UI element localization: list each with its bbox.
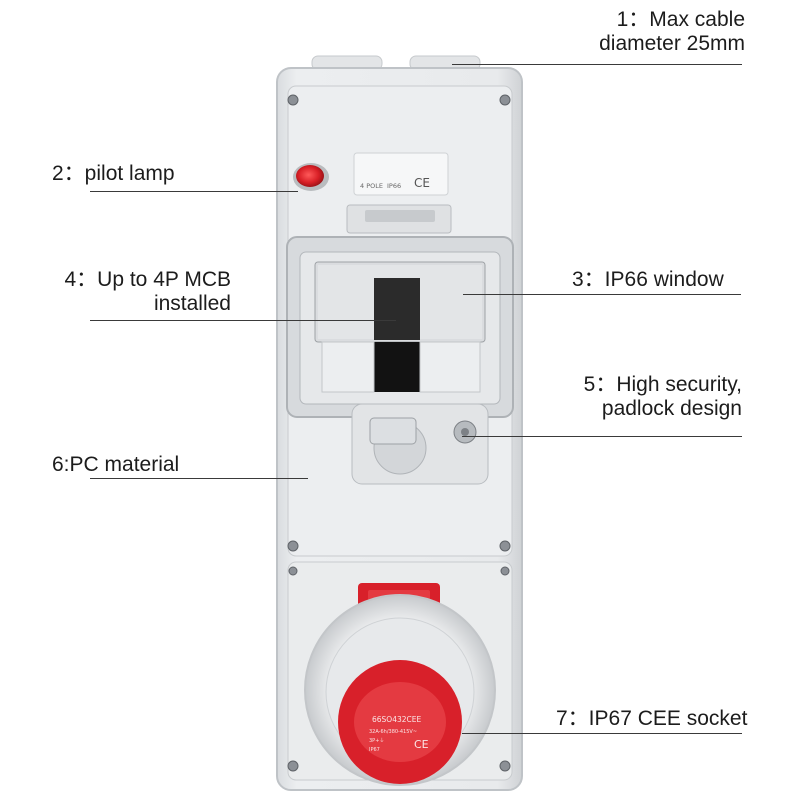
cee-socket: 66SO432CEE 32A-6h/380-415V~ 3P+⏚ IP67 CE	[304, 583, 496, 786]
leader-line-7	[462, 733, 742, 734]
leader-line-5	[462, 436, 742, 437]
callout-2-text: 2：pilot lamp	[52, 162, 175, 185]
leader-line-4	[90, 320, 396, 321]
callout-6: 6:PC material	[52, 453, 179, 477]
pilot-lamp	[293, 163, 329, 191]
callout-1: 1：Max cable diameter 25mm	[599, 8, 745, 56]
callout-4: 4：Up to 4P MCB installed	[64, 268, 231, 316]
callout-5-line1: 5：High security,	[583, 373, 742, 396]
padlock-latch	[351, 403, 489, 485]
callout-7-text: 7：IP67 CEE socket	[556, 707, 748, 730]
callout-5-line2: padlock design	[601, 397, 742, 420]
window-hinge	[346, 204, 452, 234]
nameplate-rating: IP66	[387, 182, 401, 190]
callout-4-line1: 4：Up to 4P MCB	[64, 268, 231, 291]
leader-line-2	[90, 191, 298, 192]
socket-ce: CE	[414, 738, 429, 751]
callout-3: 3：IP66 window	[572, 268, 724, 292]
socket-ip: IP67	[369, 747, 380, 753]
callout-1-line2: diameter 25mm	[599, 32, 745, 55]
nameplate-poles: 4 POLE	[360, 182, 383, 190]
callout-6-text: 6:PC material	[52, 453, 180, 476]
ip66-window	[286, 236, 514, 418]
leader-line-1	[452, 64, 742, 65]
callout-1-line1: 1：Max cable	[616, 8, 745, 31]
callout-3-text: 3：IP66 window	[572, 268, 724, 291]
nameplate: 4 POLE IP66 CE	[353, 152, 449, 196]
leader-line-3	[463, 294, 741, 295]
callout-5: 5：High security, padlock design	[584, 373, 742, 421]
leader-line-6	[90, 478, 308, 479]
screw-icon	[287, 94, 511, 772]
callout-2: 2：pilot lamp	[52, 162, 175, 186]
socket-spec: 32A-6h/380-415V~	[369, 729, 417, 735]
socket-poles: 3P+⏚	[369, 737, 384, 744]
socket-model: 66SO432CEE	[372, 715, 421, 724]
callout-7: 7：IP67 CEE socket	[556, 707, 747, 731]
nameplate-ce: CE	[414, 176, 430, 190]
callout-4-line2: installed	[153, 292, 231, 315]
